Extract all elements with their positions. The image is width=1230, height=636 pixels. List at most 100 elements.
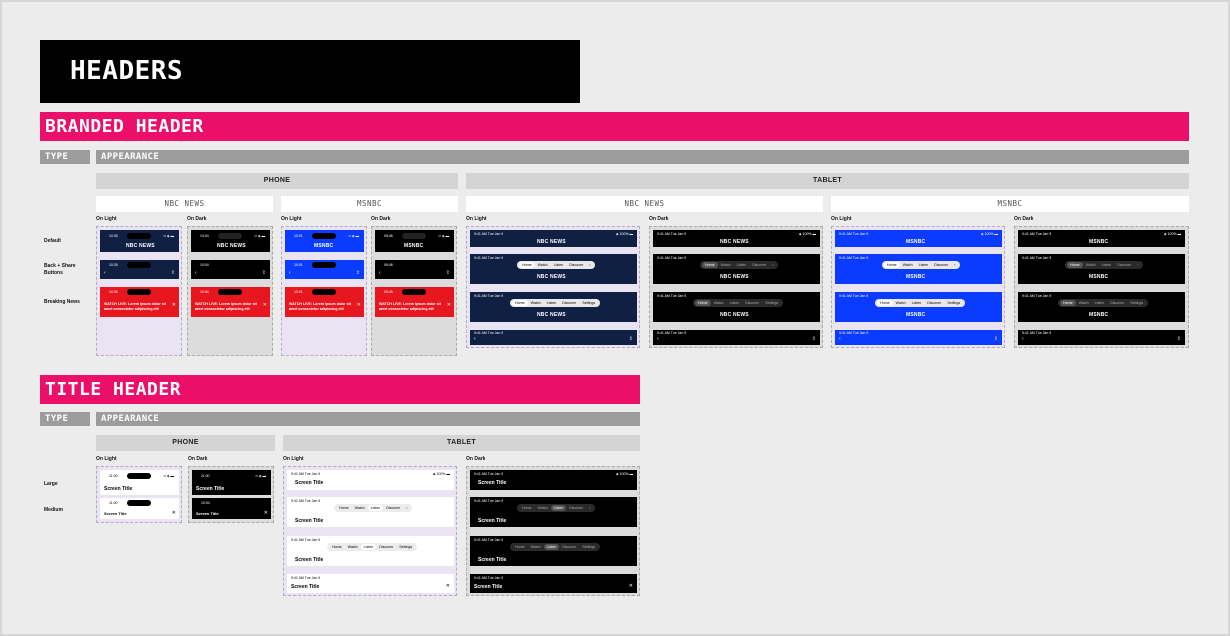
breaking-news-text[interactable]: WATCH LIVE: Lorem ipsum dolor sit amet c… xyxy=(104,302,166,311)
nav-discover[interactable]: Discover xyxy=(379,545,394,549)
share-icon[interactable]: ⇪ xyxy=(1176,336,1181,342)
nav-discover[interactable]: Discover xyxy=(752,263,767,267)
close-icon[interactable]: ✕ xyxy=(262,302,267,308)
nav-watch[interactable]: Watch xyxy=(530,301,541,305)
nav-home[interactable]: Home xyxy=(522,506,532,510)
nav-listen[interactable]: Listen xyxy=(1101,263,1112,267)
title-tablet-nav: 9:41 AM Tue Jan 9 Home Watch Listen Disc… xyxy=(287,497,454,527)
share-icon[interactable]: ⇪ xyxy=(261,270,266,276)
nav-more-icon[interactable]: › xyxy=(589,506,591,510)
nav-listen[interactable]: Listen xyxy=(553,263,564,267)
breaking-news-text[interactable]: WATCH LIVE: Lorem ipsum dolor sit amet c… xyxy=(289,302,351,311)
nav-more-icon[interactable]: › xyxy=(589,263,591,267)
tablet-msnbc-dark-tile: 9:41 AM Tue Jan 9 ◈ 100% ▬ MSNBC 9:41 AM… xyxy=(1014,226,1189,348)
share-icon[interactable]: ⇪ xyxy=(993,336,998,342)
nav-watch[interactable]: Watch xyxy=(354,506,365,510)
back-icon[interactable]: ‹ xyxy=(474,336,476,342)
nav-listen[interactable]: Listen xyxy=(729,301,740,305)
nav-pills: Home Watch Listen Discover Settings xyxy=(875,299,966,307)
type-label: TYPE xyxy=(40,150,90,164)
row-label-default: Default xyxy=(44,238,61,244)
nav-listen[interactable]: Listen xyxy=(918,263,929,267)
close-icon[interactable]: ✕ xyxy=(446,302,451,308)
nav-discover[interactable]: Discover xyxy=(1117,263,1132,267)
nav-settings[interactable]: Settings xyxy=(765,301,779,305)
nav-home[interactable]: Home xyxy=(1067,262,1083,268)
nav-home[interactable]: Home xyxy=(512,300,528,306)
nav-home[interactable]: Home xyxy=(339,506,349,510)
breaking-news-text[interactable]: WATCH LIVE: Lorem ipsum dolor sit amet c… xyxy=(195,302,257,311)
nav-listen[interactable]: Listen xyxy=(543,544,560,550)
nav-listen[interactable]: Listen xyxy=(550,505,567,511)
nav-settings[interactable]: Settings xyxy=(399,545,413,549)
nav-listen[interactable]: Listen xyxy=(546,301,557,305)
close-icon[interactable]: ✕ xyxy=(445,583,450,589)
back-icon[interactable]: ‹ xyxy=(379,270,381,276)
nbc-logo: NBC NEWS xyxy=(537,274,566,280)
msnbc-logo: MSNBC xyxy=(404,243,424,249)
nav-pills: Home Watch Listen Discover › xyxy=(334,504,413,512)
type-label: TYPE xyxy=(40,412,90,426)
back-icon[interactable]: ‹ xyxy=(104,270,106,276)
nav-discover[interactable]: Discover xyxy=(934,263,949,267)
nav-settings[interactable]: Settings xyxy=(947,301,961,305)
nav-listen[interactable]: Listen xyxy=(911,301,922,305)
nav-discover[interactable]: Discover xyxy=(569,506,584,510)
nav-watch[interactable]: Watch xyxy=(347,545,358,549)
nav-watch[interactable]: Watch xyxy=(1085,263,1096,267)
nav-watch[interactable]: Watch xyxy=(537,506,548,510)
share-icon[interactable]: ⇪ xyxy=(170,270,175,276)
nav-more-icon[interactable]: › xyxy=(954,263,956,267)
nav-discover[interactable]: Discover xyxy=(562,301,577,305)
nav-listen[interactable]: Listen xyxy=(367,505,384,511)
nav-watch[interactable]: Watch xyxy=(895,301,906,305)
share-icon[interactable]: ⇪ xyxy=(445,270,450,276)
back-icon[interactable]: ‹ xyxy=(195,270,197,276)
share-icon[interactable]: ⇪ xyxy=(811,336,816,342)
nav-discover[interactable]: Discover xyxy=(745,301,760,305)
nav-home[interactable]: Home xyxy=(519,262,535,268)
nav-watch[interactable]: Watch xyxy=(720,263,731,267)
nav-settings[interactable]: Settings xyxy=(582,545,596,549)
tablet-msnbc-back-share-dark: 9:41 AM Tue Jan 9 ‹ ⇪ xyxy=(1018,330,1185,345)
close-icon[interactable]: ✕ xyxy=(171,510,176,516)
nav-watch[interactable]: Watch xyxy=(1078,301,1089,305)
nav-discover[interactable]: Discover xyxy=(927,301,942,305)
share-icon[interactable]: ⇪ xyxy=(355,270,360,276)
close-icon[interactable]: ✕ xyxy=(356,302,361,308)
nav-more-icon[interactable]: › xyxy=(1137,263,1139,267)
breaking-news-text[interactable]: WATCH LIVE: Lorem ipsum dolor sit amet c… xyxy=(379,302,441,311)
nav-home[interactable]: Home xyxy=(877,300,893,306)
back-icon[interactable]: ‹ xyxy=(839,336,841,342)
nav-discover[interactable]: Discover xyxy=(386,506,401,510)
nav-home[interactable]: Home xyxy=(515,545,525,549)
nav-listen[interactable]: Listen xyxy=(1094,301,1105,305)
nav-discover[interactable]: Discover xyxy=(562,545,577,549)
nav-listen[interactable]: Listen xyxy=(360,544,377,550)
nav-more-icon[interactable]: › xyxy=(406,506,408,510)
close-icon[interactable]: ✕ xyxy=(263,510,268,516)
close-icon[interactable]: ✕ xyxy=(171,302,176,308)
nav-home[interactable]: Home xyxy=(332,545,342,549)
col-label-on-light: On Light xyxy=(281,216,302,222)
nav-settings[interactable]: Settings xyxy=(582,301,596,305)
nav-discover[interactable]: Discover xyxy=(569,263,584,267)
close-icon[interactable]: ✕ xyxy=(628,583,633,589)
nav-settings[interactable]: Settings xyxy=(1130,301,1144,305)
nav-listen[interactable]: Listen xyxy=(736,263,747,267)
nav-home[interactable]: Home xyxy=(695,300,711,306)
nav-watch[interactable]: Watch xyxy=(902,263,913,267)
nav-home[interactable]: Home xyxy=(884,262,900,268)
screen-title: Screen Title xyxy=(295,557,324,563)
back-icon[interactable]: ‹ xyxy=(289,270,291,276)
nav-watch[interactable]: Watch xyxy=(537,263,548,267)
share-icon[interactable]: ⇪ xyxy=(628,336,633,342)
back-icon[interactable]: ‹ xyxy=(657,336,659,342)
nav-home[interactable]: Home xyxy=(702,262,718,268)
nav-home[interactable]: Home xyxy=(1060,300,1076,306)
nav-discover[interactable]: Discover xyxy=(1110,301,1125,305)
nav-watch[interactable]: Watch xyxy=(530,545,541,549)
back-icon[interactable]: ‹ xyxy=(1022,336,1024,342)
nav-watch[interactable]: Watch xyxy=(713,301,724,305)
nav-more-icon[interactable]: › xyxy=(772,263,774,267)
